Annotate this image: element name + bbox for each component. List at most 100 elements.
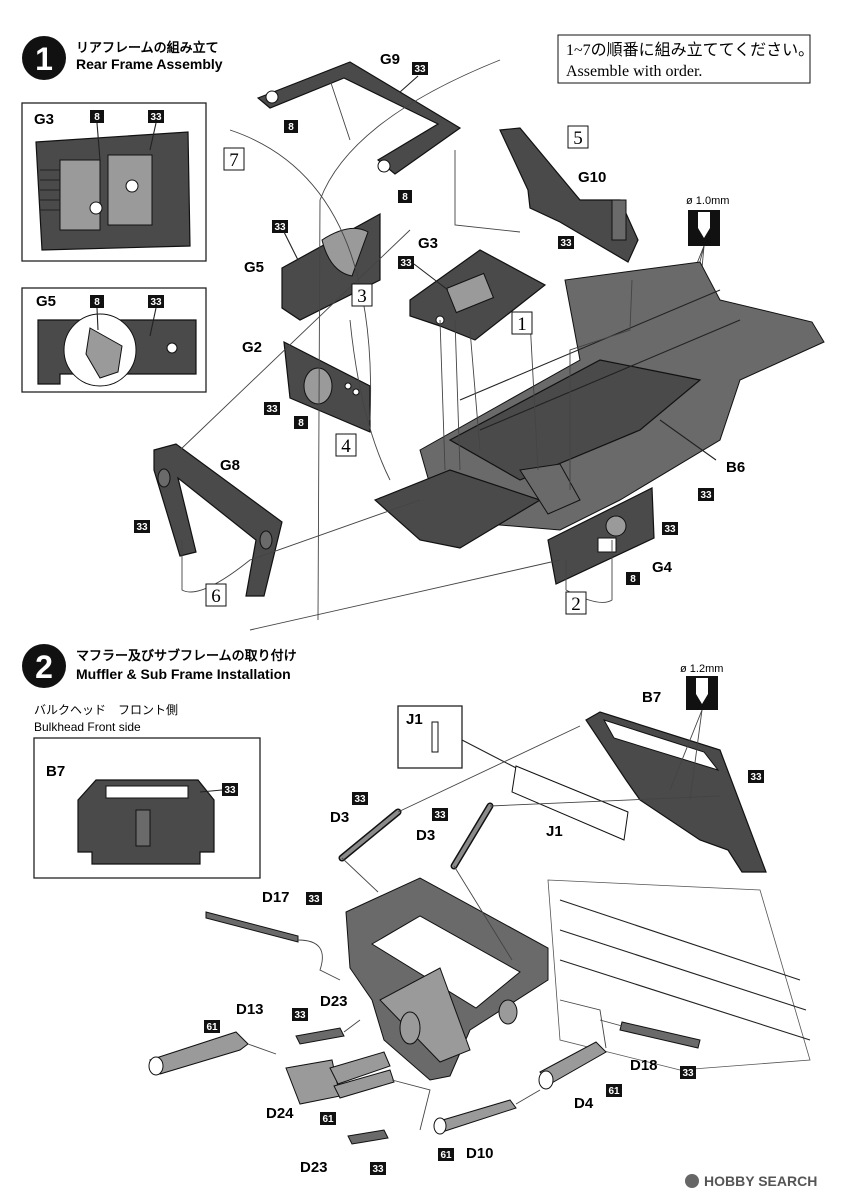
part-d17: D17 33 — [205, 889, 322, 943]
inset-g3-badge-8: 8 — [94, 112, 100, 123]
g10-badge-33: 33 — [560, 238, 572, 249]
d23b-label: D23 — [300, 1159, 328, 1176]
part-g2: G2 33 8 — [242, 339, 371, 433]
inset-g5: G5 8 33 — [21, 287, 207, 393]
order-6: 6 — [211, 586, 221, 607]
g9-badge-8b: 8 — [402, 192, 408, 203]
inset-b7: B7 33 — [33, 737, 261, 879]
inset-j1: J1 — [397, 705, 521, 771]
d3b-label: D3 — [416, 827, 435, 844]
d23b-badge-33: 33 — [372, 1164, 384, 1175]
d13-badge-61: 61 — [206, 1022, 218, 1033]
g10-label: G10 — [578, 169, 606, 186]
part-d23b: D23 33 — [300, 1129, 389, 1176]
order-4: 4 — [341, 436, 351, 457]
part-d13: D13 61 — [148, 1001, 264, 1076]
d17-label: D17 — [262, 889, 290, 906]
g2-label: G2 — [242, 339, 262, 356]
g5-badge-33: 33 — [274, 222, 286, 233]
b7-label: B7 — [642, 689, 661, 706]
step1-number: 1 — [35, 41, 53, 77]
g4-label: G4 — [652, 559, 673, 576]
g8-badge-33: 33 — [136, 522, 148, 533]
step2-title-jp: マフラー及びサブフレームの取り付け — [76, 648, 297, 663]
part-g3: G3 33 — [398, 235, 547, 341]
d13-label: D13 — [236, 1001, 264, 1018]
d23a-badge-33: 33 — [294, 1010, 306, 1021]
g4-badge-8: 8 — [630, 574, 636, 585]
g2-badge-8: 8 — [298, 418, 304, 429]
step1-guides — [179, 59, 633, 631]
step2-header: 2 マフラー及びサブフレームの取り付け Muffler & Sub Frame … — [22, 644, 297, 688]
inset-j1-label: J1 — [406, 711, 423, 728]
order-labels: 1 2 3 4 5 6 7 — [205, 125, 589, 615]
d23a-label: D23 — [320, 993, 348, 1010]
order-note: 1~7の順番に組み立ててください。 Assemble with order. — [557, 34, 814, 84]
part-d10: D10 61 — [433, 1099, 517, 1162]
part-d3a: D3 33 — [330, 792, 402, 862]
d10-badge-61: 61 — [440, 1150, 452, 1161]
inset-b7-label: B7 — [46, 763, 65, 780]
order-5: 5 — [573, 128, 583, 149]
part-d3b: D3 33 — [416, 802, 494, 870]
part-d4: D4 61 — [538, 1041, 622, 1112]
bulkhead-label-en: Bulkhead Front side — [34, 720, 141, 734]
g3-label: G3 — [418, 235, 438, 252]
bulkhead-label-jp: バルクヘッド フロント側 — [34, 703, 178, 717]
drill-1-2mm-label: ø 1.2mm — [680, 663, 723, 675]
g9-badge-33: 33 — [414, 64, 426, 75]
d24-badge-61: 61 — [322, 1114, 334, 1125]
d4-badge-61: 61 — [608, 1086, 620, 1097]
d17-badge-33: 33 — [308, 894, 320, 905]
g9-label: G9 — [380, 51, 400, 68]
part-g10: G10 33 — [499, 127, 639, 263]
step2-number: 2 — [35, 649, 53, 685]
g4-badge-33: 33 — [664, 524, 676, 535]
inset-g5-badge-33: 33 — [150, 297, 162, 308]
d3b-badge-33: 33 — [434, 810, 446, 821]
b6-badge-33: 33 — [700, 490, 712, 501]
part-d23a: D23 33 — [292, 993, 348, 1045]
watermark-text: HOBBY SEARCH — [704, 1173, 817, 1189]
d10-label: D10 — [466, 1145, 494, 1162]
drill-1mm-label: ø 1.0mm — [686, 195, 729, 207]
part-g9: G9 33 8 8 — [256, 51, 462, 203]
b6-label: B6 — [726, 459, 745, 476]
g2-badge-33: 33 — [266, 404, 278, 415]
part-b7: B7 33 — [585, 689, 767, 873]
j1-label: J1 — [546, 823, 563, 840]
step2-guides — [247, 725, 721, 1131]
g5-label: G5 — [244, 259, 264, 276]
order-note-en: Assemble with order. — [566, 63, 702, 80]
subframe — [345, 877, 811, 1081]
order-3: 3 — [357, 286, 367, 307]
hobby-search-watermark: HOBBY SEARCH — [685, 1173, 817, 1189]
g3-badge-33: 33 — [400, 258, 412, 269]
inset-b7-badge-33: 33 — [224, 785, 236, 796]
order-2: 2 — [571, 594, 581, 615]
inset-g3-badge-33: 33 — [150, 112, 162, 123]
inset-g5-label: G5 — [36, 293, 56, 310]
inset-g3-label: G3 — [34, 111, 54, 128]
inset-g5-badge-8: 8 — [94, 297, 100, 308]
d3a-label: D3 — [330, 809, 349, 826]
step1-title-en: Rear Frame Assembly — [76, 56, 223, 72]
part-g8: G8 33 — [134, 443, 283, 597]
part-g5: G5 33 — [244, 212, 381, 321]
step1-header: 1 リアフレームの組み立て Rear Frame Assembly — [22, 36, 223, 80]
d4-label: D4 — [574, 1095, 594, 1112]
order-7: 7 — [229, 150, 239, 171]
d24-label: D24 — [266, 1105, 294, 1122]
d18-badge-33: 33 — [682, 1068, 694, 1079]
step2-title-en: Muffler & Sub Frame Installation — [76, 666, 291, 682]
part-d24: D24 61 — [266, 1051, 395, 1125]
part-g4: G4 33 8 — [547, 487, 678, 585]
step1-title-jp: リアフレームの組み立て — [76, 40, 219, 55]
d3a-badge-33: 33 — [354, 794, 366, 805]
part-b6: B6 33 — [373, 261, 825, 549]
part-d18: D18 33 — [619, 1021, 701, 1079]
drill-1-2mm: ø 1.2mm — [669, 663, 723, 801]
g9-badge-8a: 8 — [288, 122, 294, 133]
order-1: 1 — [517, 314, 527, 335]
